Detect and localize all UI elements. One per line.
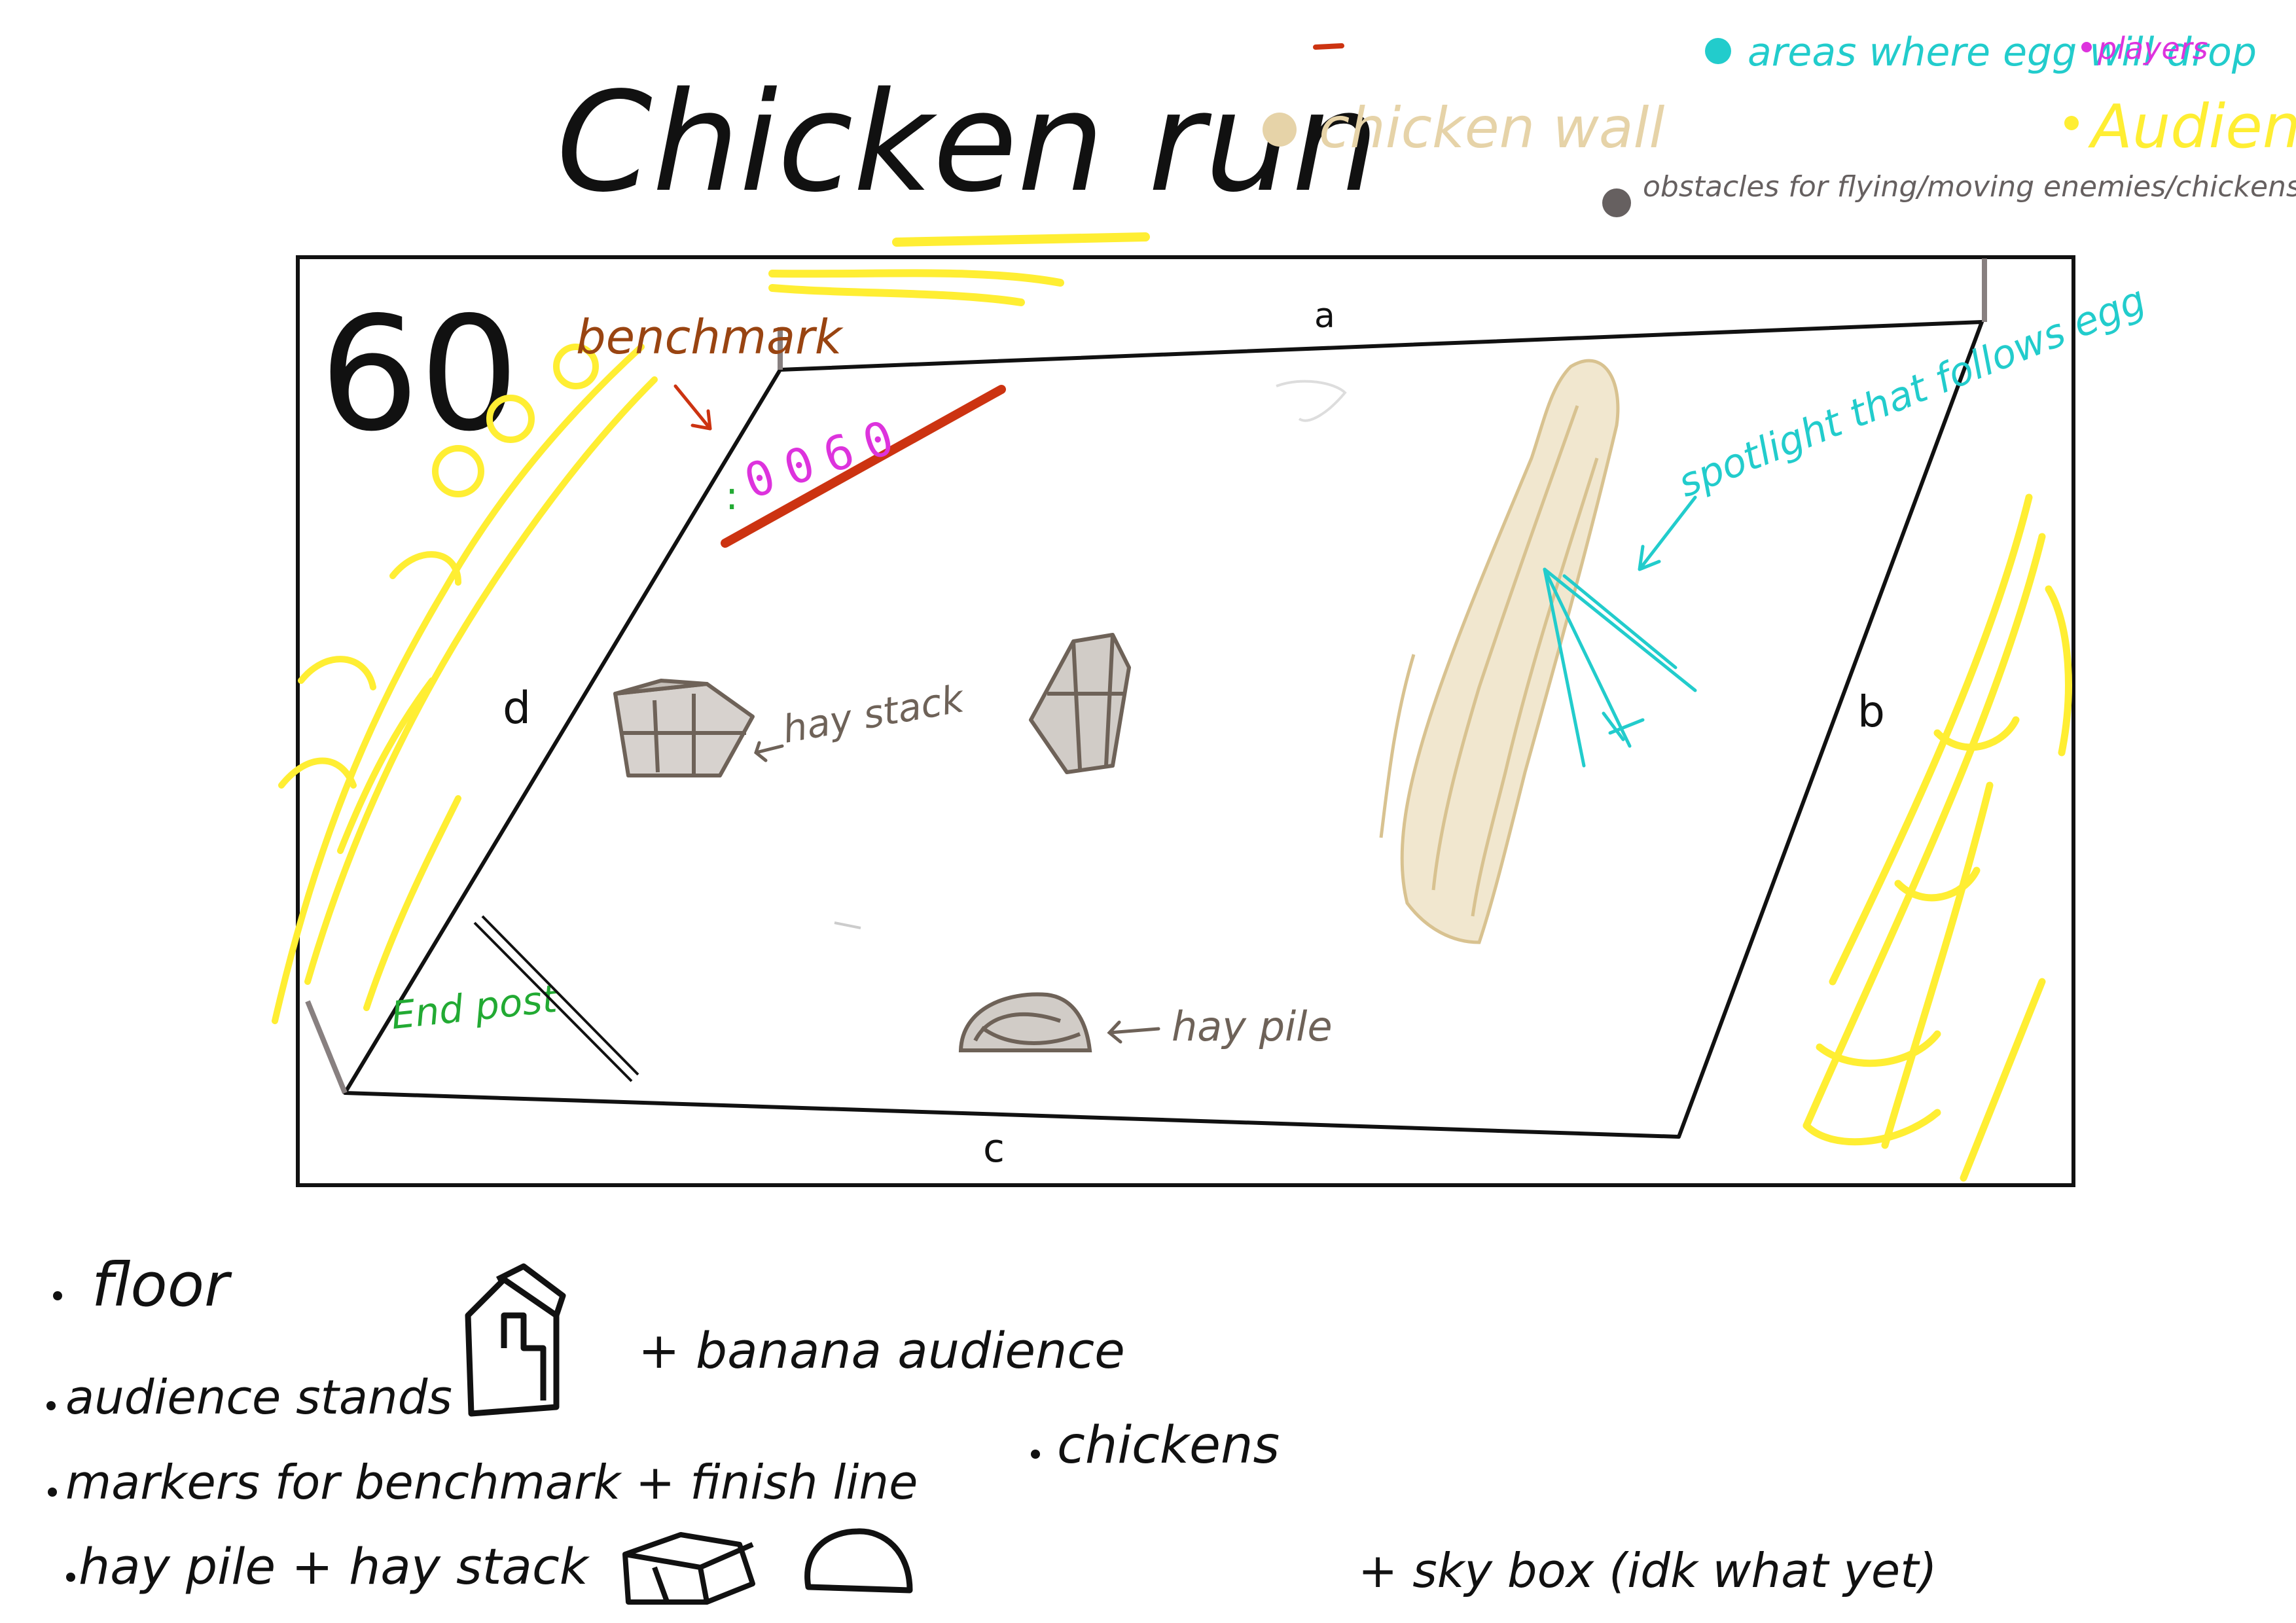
spotlight-arrow <box>1638 495 1697 571</box>
arena-floor <box>343 320 1984 1139</box>
hay-stack-arrow <box>754 741 784 762</box>
legend-chicken-wall-label: chicken wall <box>1319 96 1664 161</box>
benchmark-label: benchmark <box>576 310 844 365</box>
note-chickens: chickens <box>1057 1416 1280 1475</box>
arena-frame <box>296 255 2075 1187</box>
note-markers: markers for benchmark + finish line <box>65 1455 918 1510</box>
audience-left <box>272 344 658 1024</box>
note-bullet-markers <box>48 1488 57 1497</box>
audience-stands-icon <box>465 1263 566 1417</box>
note-banana-audience: + banana audience <box>638 1321 1125 1380</box>
note-bullet-floor <box>53 1291 62 1300</box>
hay-stack <box>613 679 755 777</box>
player-score: 0060 <box>738 406 912 509</box>
score-prefix: : <box>725 473 738 519</box>
hay-stack-label: hay stack <box>780 676 969 752</box>
title-underline <box>892 232 1150 247</box>
edge-label-b: b <box>1857 687 1885 737</box>
hay-pile-label: hay pile <box>1172 1003 1333 1050</box>
faint-dash <box>834 921 861 929</box>
audience-top-scribble <box>768 269 1064 306</box>
note-hay: hay pile + hay stack <box>79 1537 590 1596</box>
note-audience-stands: audience stands <box>65 1370 452 1425</box>
legend-red-dash <box>1313 43 1344 50</box>
end-post <box>473 915 639 1082</box>
post-bottom-left <box>305 1000 348 1094</box>
end-post-label: End post <box>389 976 560 1038</box>
page-title: Chicken run <box>556 62 1379 223</box>
edge-label-c: c <box>983 1126 1005 1171</box>
hay-pile-icon <box>804 1528 913 1594</box>
chicken-wall <box>1379 359 1620 944</box>
note-bullet-chickens <box>1031 1450 1040 1459</box>
note-floor: floor <box>92 1250 232 1320</box>
legend-players-label: players <box>2097 31 2208 66</box>
legend-egg-drop-label: areas where egg will drop <box>1748 29 2257 75</box>
spotlight <box>1543 567 1697 768</box>
edge-label-d: d <box>503 683 531 734</box>
corner-posts <box>305 259 1987 1094</box>
legend-egg-drop-swatch <box>1705 38 1731 64</box>
legend: chicken wall areas where egg will drop p… <box>1263 29 2296 217</box>
audience-right <box>1803 493 2072 1182</box>
note-skybox: + sky box (idk what yet) <box>1358 1543 1937 1598</box>
spotlight-label: spotlight that follows egg <box>1672 277 2152 507</box>
timer: 60 <box>319 283 519 466</box>
edge-label-a: a <box>1314 296 1335 336</box>
hay-pile-arrow <box>1107 1020 1160 1044</box>
legend-obstacles-label: obstacles for flying/moving enemies/chic… <box>1643 170 2296 204</box>
legend-audience-label: Audience <box>2088 92 2296 162</box>
benchmark-arrow <box>673 384 712 431</box>
note-bullet-audience-stands <box>46 1401 56 1410</box>
hay-stack-icon <box>622 1532 755 1605</box>
legend-players-swatch <box>2081 42 2092 52</box>
notes: floor audience stands + banana audience … <box>46 1250 1937 1605</box>
note-bullet-hay <box>66 1573 75 1582</box>
legend-obstacles-swatch <box>1602 188 1631 217</box>
legend-audience-swatch <box>2064 116 2079 130</box>
hay-pile <box>958 992 1092 1052</box>
faint-mark <box>1276 380 1347 422</box>
legend-chicken-wall-swatch <box>1263 113 1297 147</box>
benchmark-marker <box>721 385 1006 548</box>
hay-stack-center <box>1029 633 1131 774</box>
